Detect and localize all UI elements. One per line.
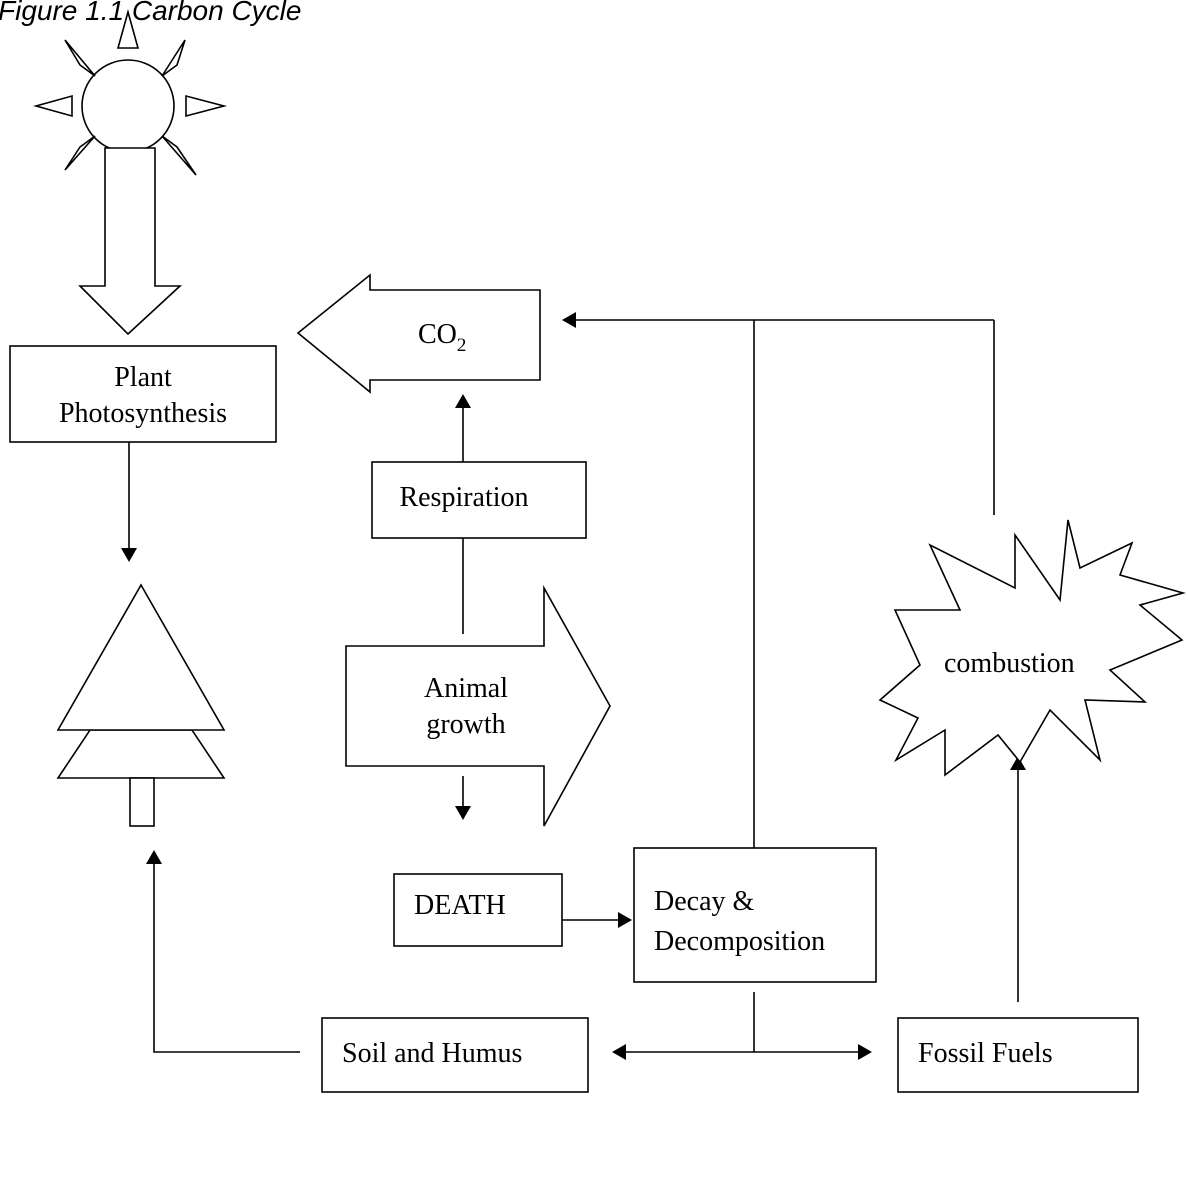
fossil-label: Fossil Fuels [918, 1038, 1053, 1069]
decay-decomposition-box: Decay & Decomposition [633, 847, 877, 983]
decay-label: Decay & [654, 886, 755, 917]
co2-subscript: 2 [457, 335, 467, 356]
arrow-head [455, 394, 471, 408]
figure-caption: Figure 1.1 Carbon Cycle [0, 0, 301, 26]
arrow-head [455, 806, 471, 820]
soil-humus-box: Soil and Humus [321, 1017, 589, 1093]
combustion-label: combustion [944, 648, 1075, 679]
animal-label: Animal [424, 673, 508, 704]
death-label: DEATH [414, 890, 506, 921]
arrow-head [562, 312, 576, 328]
arrow-head [618, 912, 632, 928]
death-box: DEATH [393, 873, 563, 947]
plant-label: Plant [114, 362, 172, 393]
sunlight-arrow [78, 147, 183, 336]
plant-photosynthesis-box: Plant Photosynthesis [9, 345, 277, 443]
svg-text:CO2: CO2 [418, 319, 466, 356]
respiration-label: Respiration [399, 482, 528, 513]
arrow-head [612, 1044, 626, 1060]
growth-label: growth [426, 709, 505, 740]
respiration-box: Respiration [371, 461, 587, 539]
photosynthesis-label: Photosynthesis [59, 398, 227, 429]
arrow-head [1010, 756, 1026, 770]
decomposition-label: Decomposition [654, 926, 825, 957]
arrow-head [858, 1044, 872, 1060]
animal-growth-arrow-box: Animal growth [345, 584, 611, 827]
soil-label: Soil and Humus [342, 1038, 522, 1069]
arrow-head [121, 548, 137, 562]
arrow-head [146, 850, 162, 864]
co2-arrow-box: CO2 [296, 273, 541, 394]
explosion-icon: combustion [878, 519, 1186, 777]
fossil-fuels-box: Fossil Fuels [897, 1017, 1139, 1093]
tree-icon [56, 583, 226, 827]
co2-label: CO [418, 319, 457, 350]
